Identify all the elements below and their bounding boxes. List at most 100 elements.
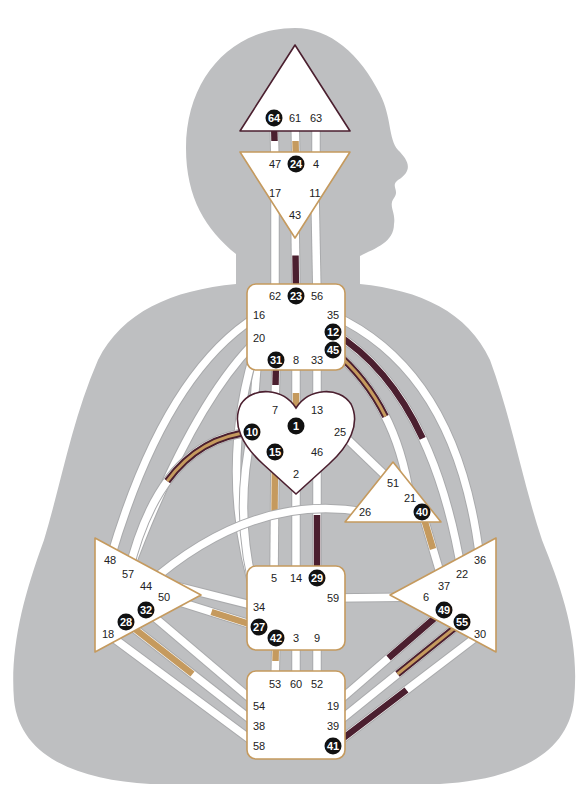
- channel-line: [333, 610, 444, 706]
- channel-activation: [126, 622, 259, 726]
- channel: [126, 622, 259, 726]
- body-outline: [13, 28, 575, 784]
- center-outline: [240, 152, 350, 238]
- gate-number: 15: [267, 444, 284, 461]
- center-outline: [240, 45, 350, 131]
- gate-number: 8: [288, 352, 305, 369]
- gate-number: 63: [308, 110, 325, 127]
- channel-edge: [146, 610, 259, 706]
- center-outline: [247, 671, 345, 759]
- channel-activation: [333, 622, 462, 726]
- gate-number: 62: [267, 288, 284, 305]
- gate-number: 38: [251, 718, 268, 735]
- center-outline: [345, 462, 441, 522]
- gate-number: 5: [266, 570, 283, 587]
- solar-plexus-center: 3622376495530: [390, 536, 498, 654]
- channel-line: [333, 634, 480, 746]
- channel-activation: [333, 610, 444, 706]
- channel: [333, 610, 444, 706]
- channel-edge: [333, 332, 462, 574]
- gate-number: 64: [266, 110, 283, 127]
- sacral-center: 5 1429 59 34 274239: [246, 565, 346, 651]
- channel-edge: [333, 622, 462, 726]
- gate-number: 45: [325, 342, 342, 359]
- center-outline: [390, 538, 496, 652]
- gate-number: 61: [287, 110, 304, 127]
- gate-number: 28: [118, 614, 135, 631]
- gate-number: 58: [251, 738, 268, 755]
- channel-edge: [108, 634, 259, 746]
- gate-number: 20: [251, 330, 268, 347]
- gate-number: 12: [325, 324, 342, 341]
- gate-number: 42: [268, 630, 285, 647]
- gate-number: 30: [472, 626, 489, 643]
- head-center: 646163: [238, 43, 352, 135]
- channel-line: [126, 622, 259, 726]
- gate-number: 25: [332, 424, 349, 441]
- gate-number: 31: [268, 352, 285, 369]
- gate-number: 43: [287, 207, 304, 224]
- channel-line: [333, 332, 462, 574]
- channel-activation: [333, 332, 462, 574]
- gate-number: 46: [309, 444, 326, 461]
- gate-number: 32: [138, 602, 155, 619]
- gate-number: 50: [156, 589, 173, 606]
- gate-number: 56: [309, 288, 326, 305]
- gate-number: 9: [309, 630, 326, 647]
- center-outline: [247, 284, 345, 370]
- gate-number: 14: [288, 570, 305, 587]
- center-outline: [95, 538, 201, 652]
- gate-number: 36: [472, 552, 489, 569]
- gate-number: 29: [309, 570, 326, 587]
- gate-number: 26: [357, 504, 374, 521]
- gate-number: 59: [325, 590, 342, 607]
- gate-number: 37: [436, 578, 453, 595]
- gate-number: 39: [325, 718, 342, 735]
- gate-number: 13: [309, 402, 326, 419]
- channel-edge: [315, 193, 317, 296]
- channel-line: [128, 338, 259, 574]
- channel: [333, 634, 480, 746]
- gate-number: 6: [418, 589, 435, 606]
- spleen-center: 48574450322818: [93, 536, 203, 654]
- gate-number: 10: [244, 424, 261, 441]
- gate-number: 18: [100, 626, 117, 643]
- channel-activation: [333, 622, 462, 726]
- gate-number: 23: [288, 288, 305, 305]
- gate-number: 21: [402, 490, 419, 507]
- channel: [108, 634, 259, 746]
- channel-line: [333, 622, 462, 726]
- gate-number: 4: [308, 156, 325, 173]
- gate-number: 34: [251, 599, 268, 616]
- gate-number: 48: [102, 552, 119, 569]
- channel: [146, 610, 259, 706]
- throat-center: 622356 16 3512 20 45 31833: [246, 283, 346, 371]
- gate-number: 44: [138, 578, 155, 595]
- channel-line: [146, 610, 259, 706]
- gate-number: 54: [251, 698, 268, 715]
- channel-line: [315, 193, 317, 296]
- channel-edge: [126, 622, 259, 726]
- center-outline: [247, 566, 345, 650]
- gate-number: 11: [307, 185, 324, 202]
- gate-number: 27: [251, 619, 268, 636]
- channel-edge: [128, 338, 259, 574]
- gate-number: 16: [251, 307, 268, 324]
- gate-number: 3: [288, 630, 305, 647]
- gate-number: 35: [325, 307, 342, 324]
- gate-number: 41: [325, 738, 342, 755]
- ajna-center: 47244171143: [238, 150, 352, 242]
- g-center: 7131012515462: [233, 386, 359, 496]
- channel-activation: [333, 634, 480, 746]
- gate-number: 33: [309, 352, 326, 369]
- channel: [128, 338, 259, 574]
- gate-number: 7: [267, 402, 284, 419]
- gate-number: 55: [454, 614, 471, 631]
- channel-edge: [333, 634, 480, 746]
- gate-number: 17: [267, 185, 284, 202]
- gate-number: 2: [288, 466, 305, 483]
- root-center: 536052541938395841: [246, 670, 346, 760]
- channel: [333, 622, 462, 726]
- gate-number: 53: [267, 676, 284, 693]
- gate-number: 51: [385, 475, 402, 492]
